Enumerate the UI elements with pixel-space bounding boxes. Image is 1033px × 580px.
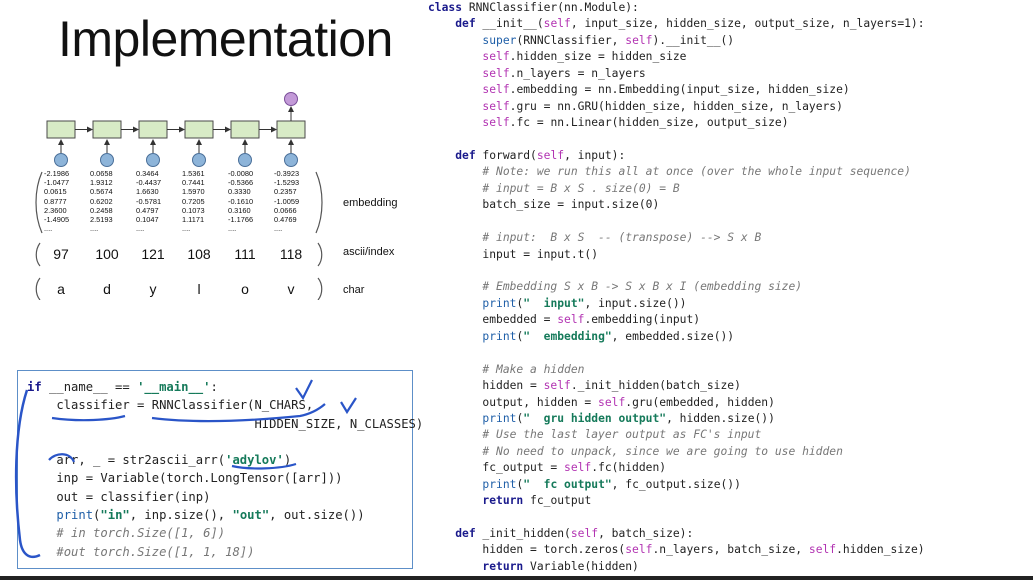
ascii-bracket-left bbox=[35, 242, 41, 267]
code-line: super(RNNClassifier, self).__init__() bbox=[482, 33, 735, 47]
code-line: # Embedding S x B -> S x B x I (embeddin… bbox=[482, 280, 803, 294]
main-code-box bbox=[17, 370, 413, 569]
code-line: hidden = self._init_hidden(batch_size) bbox=[428, 379, 741, 393]
char-bracket-left bbox=[35, 277, 41, 300]
embedding-bracket-right bbox=[315, 171, 323, 234]
char-bracket-right bbox=[317, 277, 323, 300]
code-line: # Note: we run this all at once (over th… bbox=[482, 165, 911, 179]
embedding-vector: -0.3923 -1.5293 0.2357 -1.0059 0.0666 0.… bbox=[274, 169, 300, 234]
code-line: # Make a hidden bbox=[482, 362, 585, 376]
code-line: if __name__ == '__main__': bbox=[27, 380, 218, 394]
char-label: char bbox=[343, 284, 365, 296]
output-node bbox=[284, 92, 298, 106]
ascii-label: ascii/index bbox=[343, 246, 395, 258]
embedding-vector: 1.5361 0.7441 1.5970 0.7205 0.1073 1.117… bbox=[182, 169, 205, 234]
code-line: self.n_layers = n_layers bbox=[482, 66, 646, 80]
code-line: fc_output = self.fc(hidden) bbox=[428, 461, 667, 475]
ascii-value: 118 bbox=[279, 246, 303, 262]
input-node bbox=[100, 153, 114, 167]
code-line: self.hidden_size = hidden_size bbox=[482, 50, 687, 64]
code-line: def __init__(self, input_size, hidden_si… bbox=[455, 17, 925, 31]
code-line: self.fc = nn.Linear(hidden_size, output_… bbox=[482, 116, 789, 130]
code-line: print(" gru hidden output", hidden.size(… bbox=[482, 411, 775, 425]
char-value: v bbox=[287, 281, 295, 297]
char-value: o bbox=[241, 281, 249, 297]
code-line: print(" fc output", fc_output.size()) bbox=[482, 477, 741, 491]
code-line: self.embedding = nn.Embedding(input_size… bbox=[482, 83, 850, 97]
embedding-vector: 0.0658 1.9312 0.5674 0.6202 0.2458 2.519… bbox=[90, 169, 113, 234]
code-line: def _init_hidden(self, batch_size): bbox=[455, 527, 694, 540]
code-line: out = classifier(inp) bbox=[27, 489, 211, 504]
embedding-vector: 0.3464 -0.4437 1.6630 -0.5781 0.4797 0.1… bbox=[136, 169, 162, 234]
code-line: #out torch.Size([1, 1, 18]) bbox=[56, 544, 255, 559]
main-code: if __name__ == '__main__': classifier = … bbox=[27, 378, 423, 561]
ascii-value: 108 bbox=[187, 246, 211, 262]
code-line: # Use the last layer output as FC's inpu… bbox=[482, 428, 762, 442]
input-node bbox=[54, 153, 68, 167]
code-line: embedded = self.embedding(input) bbox=[428, 313, 701, 327]
code-line: class RNNClassifier(nn.Module): bbox=[428, 1, 639, 14]
input-node bbox=[146, 153, 160, 167]
ascii-value: 97 bbox=[53, 246, 69, 262]
ascii-bracket-right bbox=[317, 242, 323, 267]
code-line: inp = Variable(torch.LongTensor([arr])) bbox=[27, 471, 343, 486]
code-line: hidden = torch.zeros(self.n_layers, batc… bbox=[428, 543, 925, 557]
embedding-vector: -2.1986 -1.0477 0.0615 0.8777 2.3600 -1.… bbox=[44, 169, 70, 234]
code-line: # No need to unpack, since we are going … bbox=[482, 444, 843, 458]
input-node bbox=[238, 153, 252, 167]
embedding-label: embedding bbox=[343, 197, 398, 209]
bottom-rule bbox=[0, 576, 1033, 580]
embedding-vector: -0.0080 -0.5366 0.3330 -0.1610 0.3160 -1… bbox=[228, 169, 254, 234]
input-node bbox=[284, 153, 298, 167]
ascii-value: 121 bbox=[141, 246, 165, 262]
code-line: input = input.t() bbox=[428, 247, 599, 261]
code-line: # input: B x S -- (transpose) --> S x B bbox=[482, 231, 762, 245]
code-line: return Variable(hidden) bbox=[482, 559, 639, 573]
code-line: classifier = RNNClassifier(N_CHARS, bbox=[27, 398, 314, 413]
code-line: # input = B x S . size(0) = B bbox=[482, 181, 680, 195]
code-line: arr, _ = str2ascii_arr('adylov') bbox=[27, 453, 292, 468]
char-value: d bbox=[103, 281, 111, 297]
code-line: self.gru = nn.GRU(hidden_size, hidden_si… bbox=[482, 99, 843, 113]
code-line: output, hidden = self.gru(embedded, hidd… bbox=[428, 395, 775, 409]
slide-title: Implementation bbox=[58, 11, 393, 67]
code-line: def forward(self, input): bbox=[455, 148, 626, 162]
code-line: print("in", inp.size(), "out", out.size(… bbox=[56, 508, 365, 523]
rnn-classifier-code: class RNNClassifier(nn.Module): def __in… bbox=[428, 0, 925, 575]
code-line: batch_size = input.size(0) bbox=[428, 198, 660, 212]
code-line: print(" embedding", embedded.size()) bbox=[482, 329, 735, 343]
rnn-diagram bbox=[35, 92, 323, 300]
code-line: HIDDEN_SIZE, N_CLASSES) bbox=[27, 416, 424, 431]
ascii-value: 100 bbox=[95, 246, 119, 262]
ascii-value: 111 bbox=[234, 246, 256, 262]
char-value: y bbox=[149, 281, 157, 297]
embedding-bracket-left bbox=[35, 171, 43, 234]
code-line: # in torch.Size([1, 6]) bbox=[56, 526, 226, 541]
char-value: l bbox=[197, 281, 201, 297]
code-line: return fc_output bbox=[482, 494, 592, 508]
char-value: a bbox=[57, 281, 65, 297]
input-node bbox=[192, 153, 206, 167]
code-line: print(" input", input.size()) bbox=[482, 296, 687, 310]
